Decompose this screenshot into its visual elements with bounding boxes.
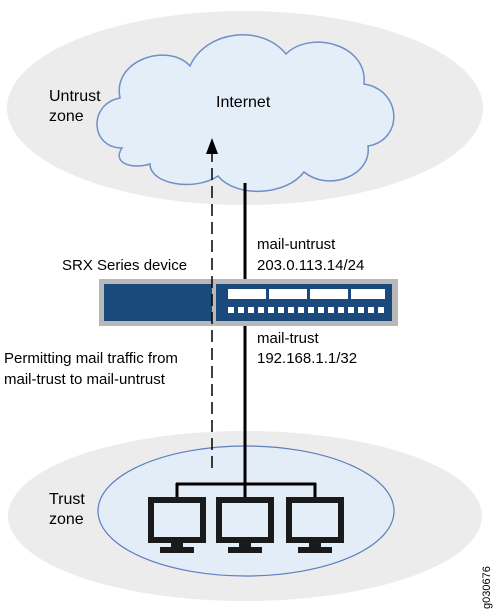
internet-label: Internet [216,94,271,111]
trust-zone-label-line1: Trust [49,491,85,508]
untrust-zone-label-line2: zone [49,108,84,125]
computer-monitor-icon [216,497,274,553]
srx-device-icon [99,279,398,326]
device-label: SRX Series device [62,257,187,274]
internet-cloud-icon [96,34,395,193]
mail-trust-address: 192.168.1.1/32 [257,350,357,367]
computer-monitor-icon [286,497,344,553]
mail-trust-name: mail-trust [257,330,320,347]
mail-untrust-name: mail-untrust [257,236,336,253]
arrow-up-icon [206,138,218,154]
policy-note-line1: Permitting mail traffic from [4,350,178,367]
policy-note-line2: mail-trust to mail-untrust [4,371,166,388]
trust-zone-label-line2: zone [49,511,84,528]
mail-untrust-address: 203.0.113.14/24 [257,257,364,274]
figure-id: g030676 [481,566,493,609]
untrust-zone-label-line1: Untrust [49,88,101,105]
computer-monitor-icon [148,497,206,553]
